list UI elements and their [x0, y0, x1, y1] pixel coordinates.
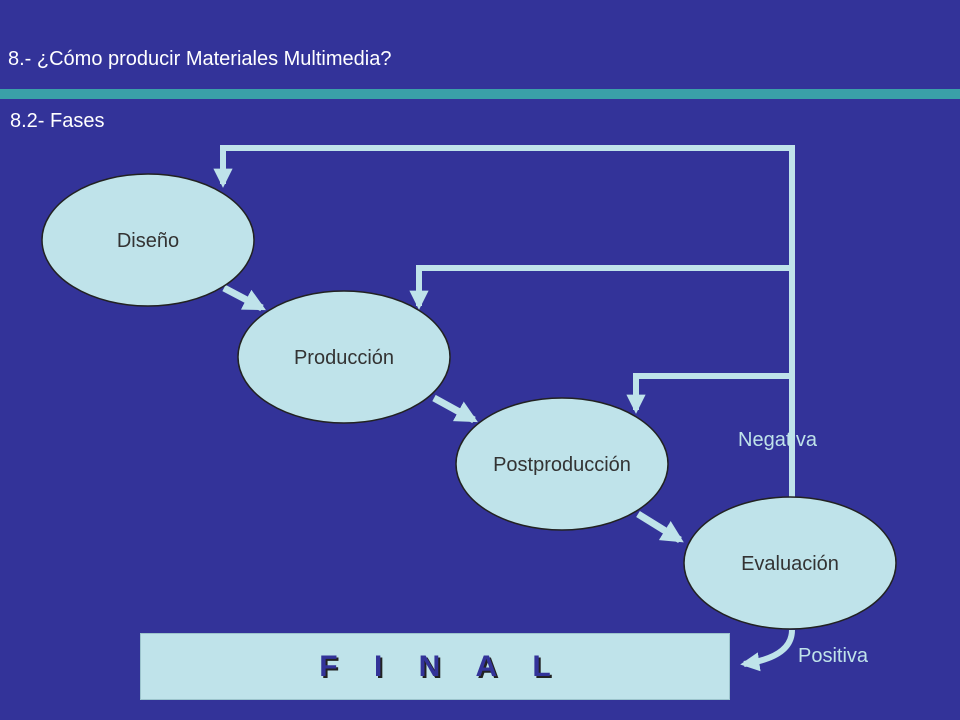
node-diseno: Diseño: [41, 173, 255, 307]
feedback-to-produccion-arrow: [409, 265, 792, 310]
feedback-to-postproduccion-arrow: [626, 373, 792, 414]
produccion-to-postproduccion-arrow: [432, 394, 478, 424]
positiva-label: Positiva: [798, 645, 869, 667]
feedback-to-diseno-arrow: [213, 145, 795, 497]
postproduccion-to-evaluacion-arrow: [636, 511, 684, 543]
node-produccion-label: Producción: [294, 347, 394, 369]
diseno-to-produccion-arrow: [222, 284, 266, 312]
positive-arrow: [740, 629, 795, 672]
slide-title: 8.- ¿Cómo producir Materiales Multimedia…: [8, 48, 392, 70]
final-box: F I N A L: [140, 633, 730, 700]
negativa-label: Negativa: [738, 429, 818, 451]
node-postproduccion: Postproducción: [455, 397, 669, 531]
node-postproduccion-label: Postproducción: [493, 454, 631, 476]
node-evaluacion: Evaluación: [683, 496, 897, 630]
node-evaluacion-label: Evaluación: [741, 553, 839, 575]
flow-arrows: [222, 284, 684, 543]
final-label: F I N A L: [319, 649, 565, 683]
feedback-arrows: [213, 145, 795, 497]
slide-subtitle: 8.2- Fases: [10, 110, 105, 132]
title-divider: [0, 89, 960, 99]
node-produccion: Producción: [237, 290, 451, 424]
node-diseno-label: Diseño: [117, 230, 179, 252]
